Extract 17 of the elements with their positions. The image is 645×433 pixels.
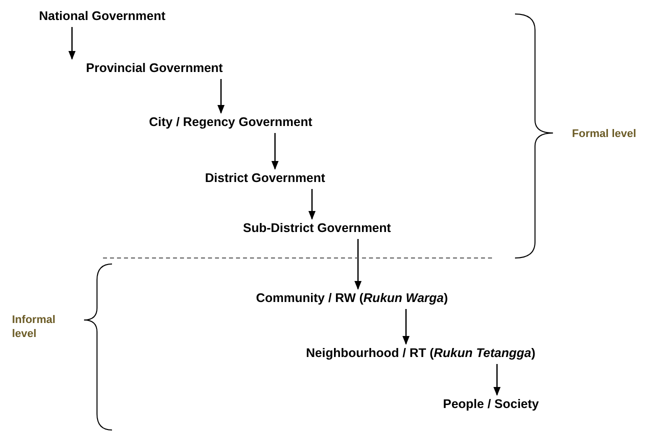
arrow	[217, 79, 225, 114]
level-text: Community / RW (Rukun Warga)	[255, 290, 449, 306]
arrow	[493, 364, 501, 396]
level-text: Neighbourhood / RT (Rukun Tetangga)	[305, 345, 536, 361]
level-text: People / Society	[442, 396, 540, 412]
arrow	[68, 27, 76, 60]
level-text: City / Regency Government	[148, 114, 314, 130]
arrow	[271, 133, 279, 170]
level-label: Formal level	[572, 127, 636, 141]
level-text: District Government	[204, 170, 326, 186]
level-text: National Government	[38, 8, 166, 24]
level-label: Informal level	[12, 313, 56, 341]
level-text: Provincial Government	[85, 60, 224, 76]
arrow	[402, 309, 410, 345]
arrow	[308, 189, 316, 220]
level-text: Sub-District Government	[242, 220, 392, 236]
arrow	[354, 239, 362, 290]
